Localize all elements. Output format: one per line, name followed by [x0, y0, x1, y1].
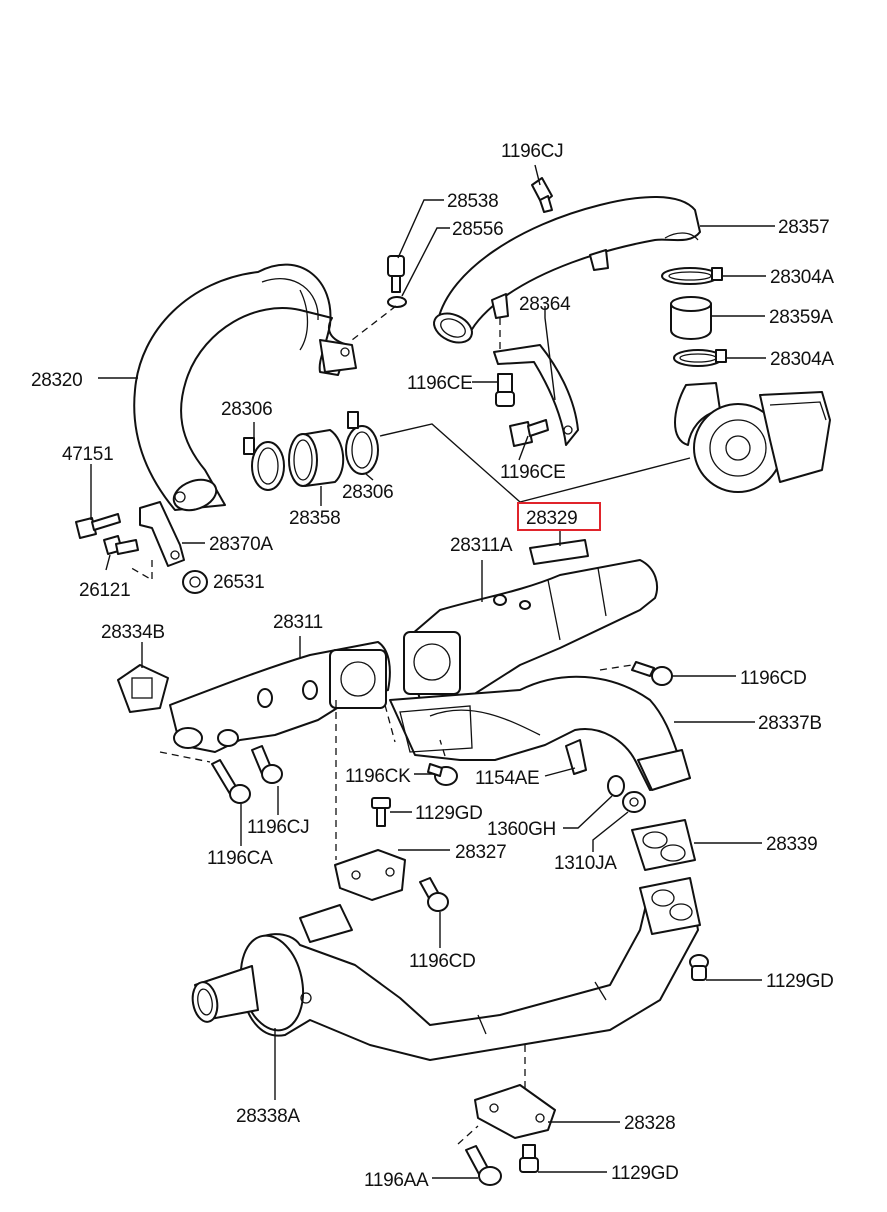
label-28357[interactable]: 28357: [778, 217, 830, 238]
label-1129GD-bottom[interactable]: 1129GD: [611, 1163, 679, 1184]
label-26531[interactable]: 26531: [213, 572, 265, 593]
bolt-1196CK[interactable]: [427, 763, 458, 786]
label-28556[interactable]: 28556: [452, 219, 504, 240]
label-1196CD-bottom[interactable]: 1196CD: [409, 951, 476, 972]
label-28327[interactable]: 28327: [455, 842, 507, 863]
label-28328[interactable]: 28328: [624, 1113, 676, 1134]
intake-pipe-28357[interactable]: [429, 196, 701, 348]
elbow-pipe-28320[interactable]: [133, 263, 357, 516]
label-1196CE-bottom[interactable]: 1196CE: [500, 462, 566, 483]
label-1129GD-right[interactable]: 1129GD: [766, 971, 834, 992]
label-1129GD-mid[interactable]: 1129GD: [415, 803, 483, 824]
bolt-1196CD-right[interactable]: [631, 661, 673, 686]
bolt-1196CJ-top[interactable]: [531, 177, 553, 213]
stud-1154AE[interactable]: [565, 739, 587, 775]
washer-28556[interactable]: [387, 296, 407, 308]
label-1196CE-left[interactable]: 1196CE: [407, 373, 473, 394]
bolt-47151[interactable]: [75, 513, 121, 539]
bolt-1196AA[interactable]: [465, 1145, 502, 1186]
label-47151[interactable]: 47151: [62, 444, 114, 465]
label-28311[interactable]: 28311: [273, 612, 323, 633]
exhaust-manifold-28311A[interactable]: [403, 559, 659, 701]
label-28306-left[interactable]: 28306: [221, 399, 273, 420]
label-28339[interactable]: 28339: [766, 834, 818, 855]
leader-lines: [90, 164, 775, 1179]
label-1196CK[interactable]: 1196CK: [345, 766, 411, 787]
label-1310JA[interactable]: 1310JA: [554, 853, 618, 874]
exhaust-pipe-28337B[interactable]: [389, 675, 691, 791]
label-28364[interactable]: 28364: [519, 294, 571, 315]
bolt-1196CA[interactable]: [211, 759, 251, 804]
label-1196CJ-bottom[interactable]: 1196CJ: [247, 817, 310, 838]
bracket-28328[interactable]: [474, 1084, 556, 1139]
label-26121[interactable]: 26121: [79, 580, 131, 601]
front-pipe-muffler-28338A[interactable]: [190, 877, 701, 1061]
label-28311A[interactable]: 28311A: [450, 535, 513, 556]
label-28304A-bottom[interactable]: 28304A: [770, 349, 835, 370]
highlight-box-28329: [517, 502, 601, 531]
label-1196AA[interactable]: 1196AA: [364, 1170, 429, 1191]
label-28329[interactable]: 28329: [526, 508, 578, 529]
bolt-1196CE-left[interactable]: [495, 373, 515, 407]
label-28370A[interactable]: 28370A: [209, 534, 274, 555]
bolt-1196CJ-bottom[interactable]: [251, 745, 283, 784]
assembly-lines: [127, 305, 633, 1145]
bracket-28370A[interactable]: [139, 501, 185, 567]
part-labels: 1196CJ 28538 28556 28357 28304A 28364 28…: [31, 141, 835, 1191]
label-28338A[interactable]: 28338A: [236, 1106, 301, 1127]
label-28337B[interactable]: 28337B: [758, 713, 822, 734]
bolt-1129GD-right[interactable]: [689, 954, 709, 981]
clamp-28304A-bottom[interactable]: [673, 349, 727, 367]
label-1196CA[interactable]: 1196CA: [207, 848, 273, 869]
gasket-28334B[interactable]: [117, 664, 169, 713]
gasket-28339[interactable]: [631, 819, 696, 871]
clamp-28304A-top[interactable]: [661, 267, 723, 285]
bolt-1196CE-bottom[interactable]: [509, 419, 549, 447]
washer-1360GH[interactable]: [607, 775, 625, 797]
bolt-1129GD-mid[interactable]: [371, 797, 391, 827]
bracket-28327[interactable]: [334, 849, 406, 901]
label-28359A[interactable]: 28359A: [769, 307, 834, 328]
bolt-1196CD-bottom[interactable]: [419, 877, 449, 912]
bolt-26121[interactable]: [103, 535, 139, 555]
label-28538[interactable]: 28538: [447, 191, 499, 212]
label-28334B[interactable]: 28334B: [101, 622, 165, 643]
label-1360GH[interactable]: 1360GH: [487, 819, 556, 840]
label-1196CD-right[interactable]: 1196CD: [740, 668, 807, 689]
insulator-26531[interactable]: [182, 570, 208, 594]
label-28306-right[interactable]: 28306: [342, 482, 394, 503]
bracket-28364[interactable]: [493, 344, 579, 446]
gasket-28329[interactable]: [529, 539, 589, 565]
label-1154AE[interactable]: 1154AE: [475, 768, 540, 789]
exhaust-manifold-28311[interactable]: [169, 641, 391, 753]
nut-1310JA[interactable]: [622, 791, 646, 813]
bolt-1129GD-bottom[interactable]: [519, 1144, 539, 1173]
label-28320[interactable]: 28320: [31, 370, 83, 391]
label-28304A-top[interactable]: 28304A: [770, 267, 835, 288]
clamp-28306-left[interactable]: [243, 437, 285, 491]
label-28358[interactable]: 28358: [289, 508, 341, 529]
clamp-28306-right[interactable]: [345, 411, 379, 475]
hose-28359A[interactable]: [670, 296, 712, 340]
turbocharger[interactable]: [674, 382, 831, 493]
hose-28358[interactable]: [288, 429, 345, 487]
label-1196CJ-top[interactable]: 1196CJ: [501, 141, 564, 162]
bolt-28538[interactable]: [387, 255, 405, 293]
